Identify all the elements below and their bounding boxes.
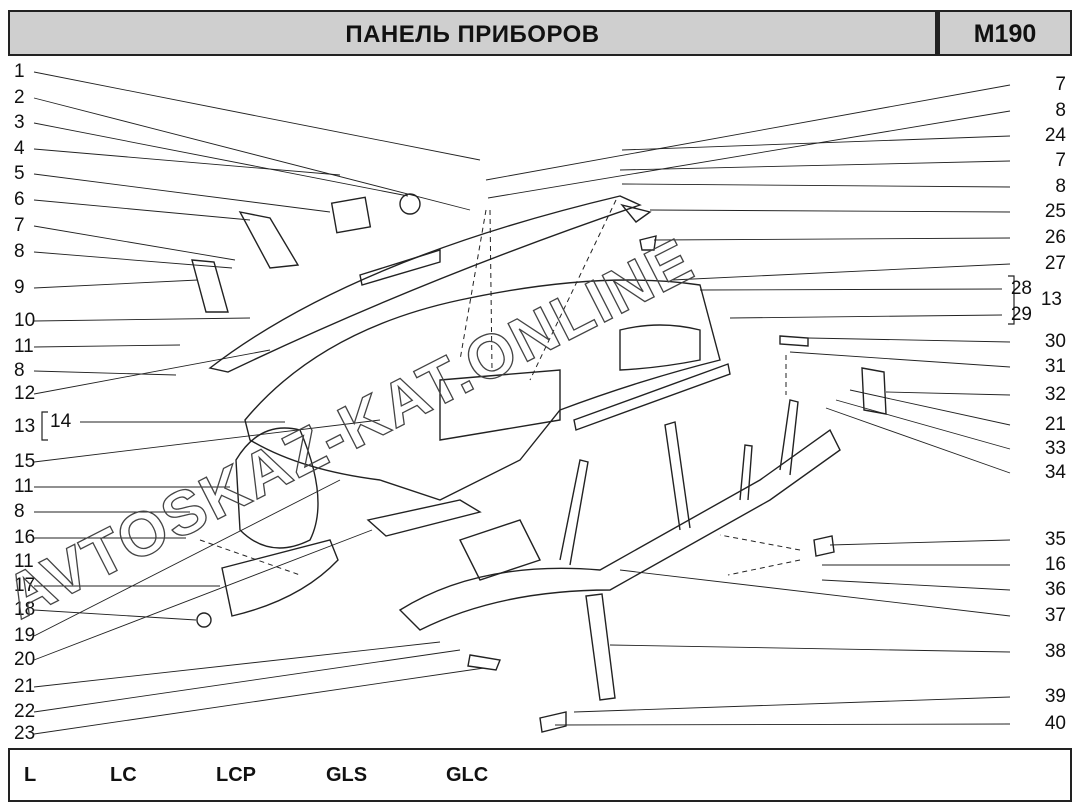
callout-left-3: 3 [14, 112, 25, 133]
variant-lc: LC [110, 764, 137, 786]
callout-right-33: 33 [1044, 438, 1066, 459]
callout-right-40: 40 [1044, 713, 1066, 734]
callout-right-21: 21 [1044, 414, 1066, 435]
callout-left-5: 5 [14, 163, 25, 184]
callout-left-12: 12 [14, 383, 36, 404]
callout-right-35: 35 [1044, 529, 1066, 550]
callout-left-8c: 8 [14, 501, 25, 522]
callout-left-19: 19 [14, 625, 36, 646]
callout-right-27: 27 [1044, 253, 1066, 274]
callout-right-7: 7 [1055, 74, 1066, 95]
model-variants-bar: L LC LCP GLS GLC [8, 748, 1072, 802]
callout-right-16: 16 [1044, 554, 1066, 575]
callout-left-7: 7 [14, 215, 25, 236]
callout-right-37: 37 [1044, 605, 1066, 626]
variant-gls: GLS [326, 764, 368, 786]
callout-right-13: 13 [1040, 289, 1062, 310]
callout-right-36: 36 [1044, 579, 1066, 600]
callout-left-6: 6 [14, 189, 25, 210]
callout-right-38: 38 [1044, 641, 1066, 662]
callout-left-11c: 11 [14, 551, 34, 572]
callout-left-8: 8 [14, 241, 25, 262]
callout-left-8b: 8 [14, 360, 25, 381]
callout-right-30: 30 [1044, 331, 1066, 352]
callout-right-26: 26 [1044, 227, 1066, 248]
callout-left-14: 14 [50, 411, 72, 432]
callout-left-1: 1 [14, 61, 25, 82]
callout-left-22: 22 [14, 701, 36, 722]
callout-left-17: 17 [14, 575, 36, 596]
callout-right-25: 25 [1044, 201, 1066, 222]
callout-left-20: 20 [14, 649, 36, 670]
page-title: ПАНЕЛЬ ПРИБОРОВ [345, 21, 600, 48]
callout-right-31: 31 [1044, 356, 1066, 377]
callout-right-34: 34 [1044, 462, 1066, 483]
callout-left-10: 10 [14, 310, 36, 331]
callout-left-11: 11 [14, 336, 34, 357]
callout-left-23: 23 [14, 723, 36, 744]
callout-left-13: 13 [14, 416, 36, 437]
callout-right-7b: 7 [1055, 150, 1066, 171]
callout-left-11b: 11 [14, 476, 34, 497]
callout-right-8: 8 [1055, 100, 1066, 121]
callout-right-39: 39 [1044, 686, 1066, 707]
variant-glc: GLC [446, 764, 489, 786]
callout-left-21: 21 [14, 676, 36, 697]
callout-left-4: 4 [14, 138, 25, 159]
header-bar: ПАНЕЛЬ ПРИБОРОВ M190 [8, 10, 1072, 56]
catalog-code: M190 [973, 20, 1037, 48]
variant-lcp: LCP [216, 764, 256, 786]
callout-right-29: 29 [1010, 304, 1032, 325]
callout-left-16: 16 [14, 527, 36, 548]
callout-left-18: 18 [14, 599, 36, 620]
header-divider [935, 12, 940, 54]
callout-left-9: 9 [14, 277, 25, 298]
callout-right-32: 32 [1044, 384, 1066, 405]
callout-right-28: 28 [1010, 278, 1032, 299]
callout-left-2: 2 [14, 87, 25, 108]
callout-right-24: 24 [1044, 125, 1066, 146]
callout-right-8b: 8 [1055, 176, 1066, 197]
variant-l: L [24, 764, 37, 786]
callout-left-15: 15 [14, 451, 36, 472]
